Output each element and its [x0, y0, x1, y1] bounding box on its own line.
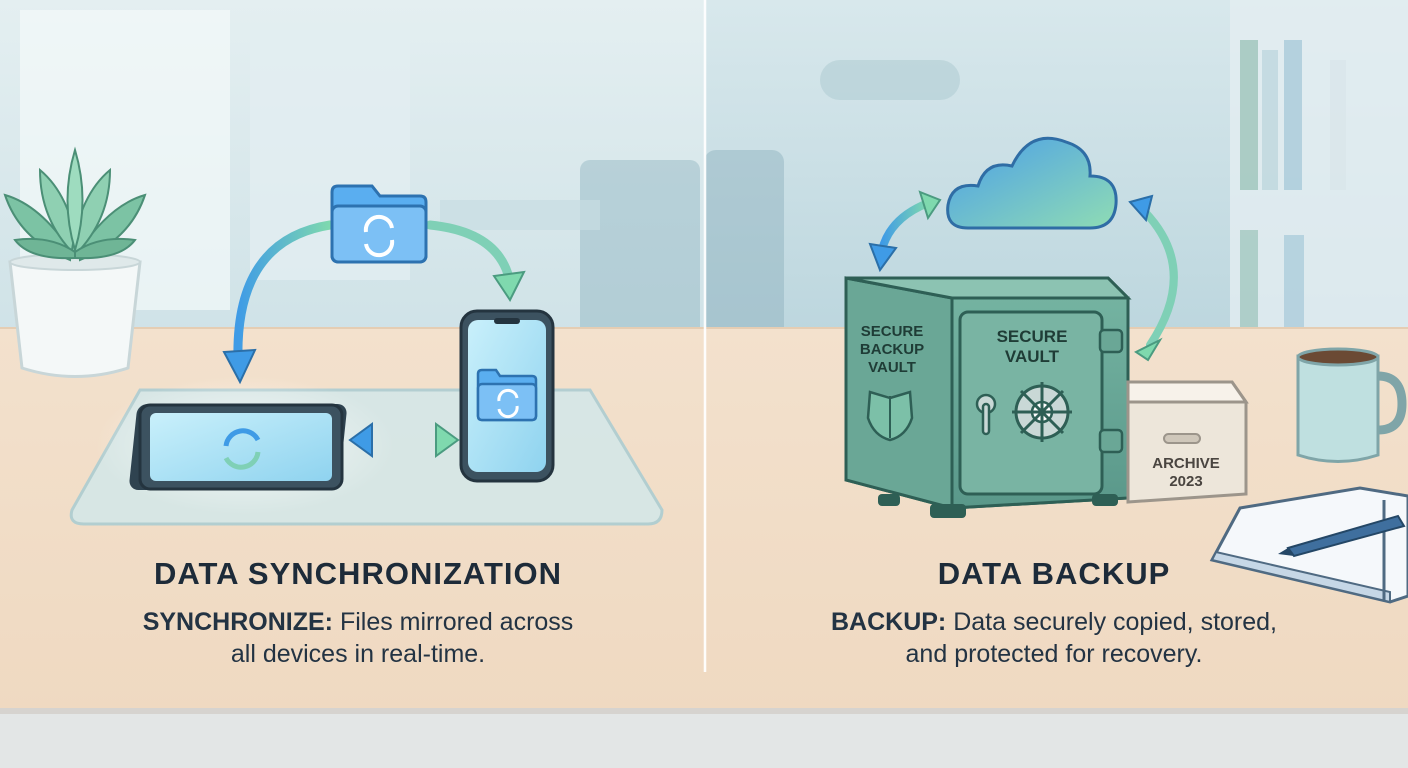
tablet-icon	[129, 403, 347, 491]
safe-icon: SECURE BACKUP VAULT SECURE VAULT	[844, 276, 1132, 518]
cloud-icon	[946, 136, 1118, 230]
sync-heading: DATA SYNCHRONIZATION	[153, 556, 563, 591]
sync-description-line1: Files mirrored across	[339, 608, 574, 636]
archive-box: ARCHIVE 2023	[1126, 380, 1249, 504]
sync-keyword: SYNCHRONIZE:	[142, 608, 333, 636]
archive-label-1: ARCHIVE	[1152, 455, 1220, 472]
pen-icon	[1278, 514, 1406, 558]
backup-description-line1: Data securely copied, stored,	[953, 608, 1277, 636]
sync-folder-icon	[330, 184, 428, 264]
backup-keyword: BACKUP:	[830, 608, 947, 636]
backup-panel-text: DATA BACKUP BACKUP: Data securely copied…	[704, 556, 1404, 670]
backup-description: BACKUP: Data securely copied, stored, an…	[704, 606, 1404, 670]
coffee-mug-icon	[1296, 347, 1407, 463]
smartphone-icon	[459, 309, 555, 483]
shield-icon	[866, 390, 914, 442]
archive-label-2: 2023	[1169, 473, 1202, 490]
safe-door-label-2: VAULT	[1005, 347, 1060, 366]
sync-description: SYNCHRONIZE: Files mirrored across all d…	[8, 606, 708, 670]
sync-panel-text: DATA SYNCHRONIZATION SYNCHRONIZE: Files …	[8, 556, 708, 670]
safe-side-label-1: SECURE	[861, 323, 924, 340]
safe-side-label-2: BACKUP	[860, 341, 924, 358]
sync-description-line2: all devices in real-time.	[230, 640, 486, 668]
succulent-plant-icon	[3, 146, 147, 378]
backup-heading: DATA BACKUP	[937, 556, 1171, 591]
safe-door-label-1: SECURE	[997, 327, 1068, 346]
safe-side-label-3: VAULT	[868, 359, 916, 376]
backup-description-line2: and protected for recovery.	[905, 640, 1203, 668]
